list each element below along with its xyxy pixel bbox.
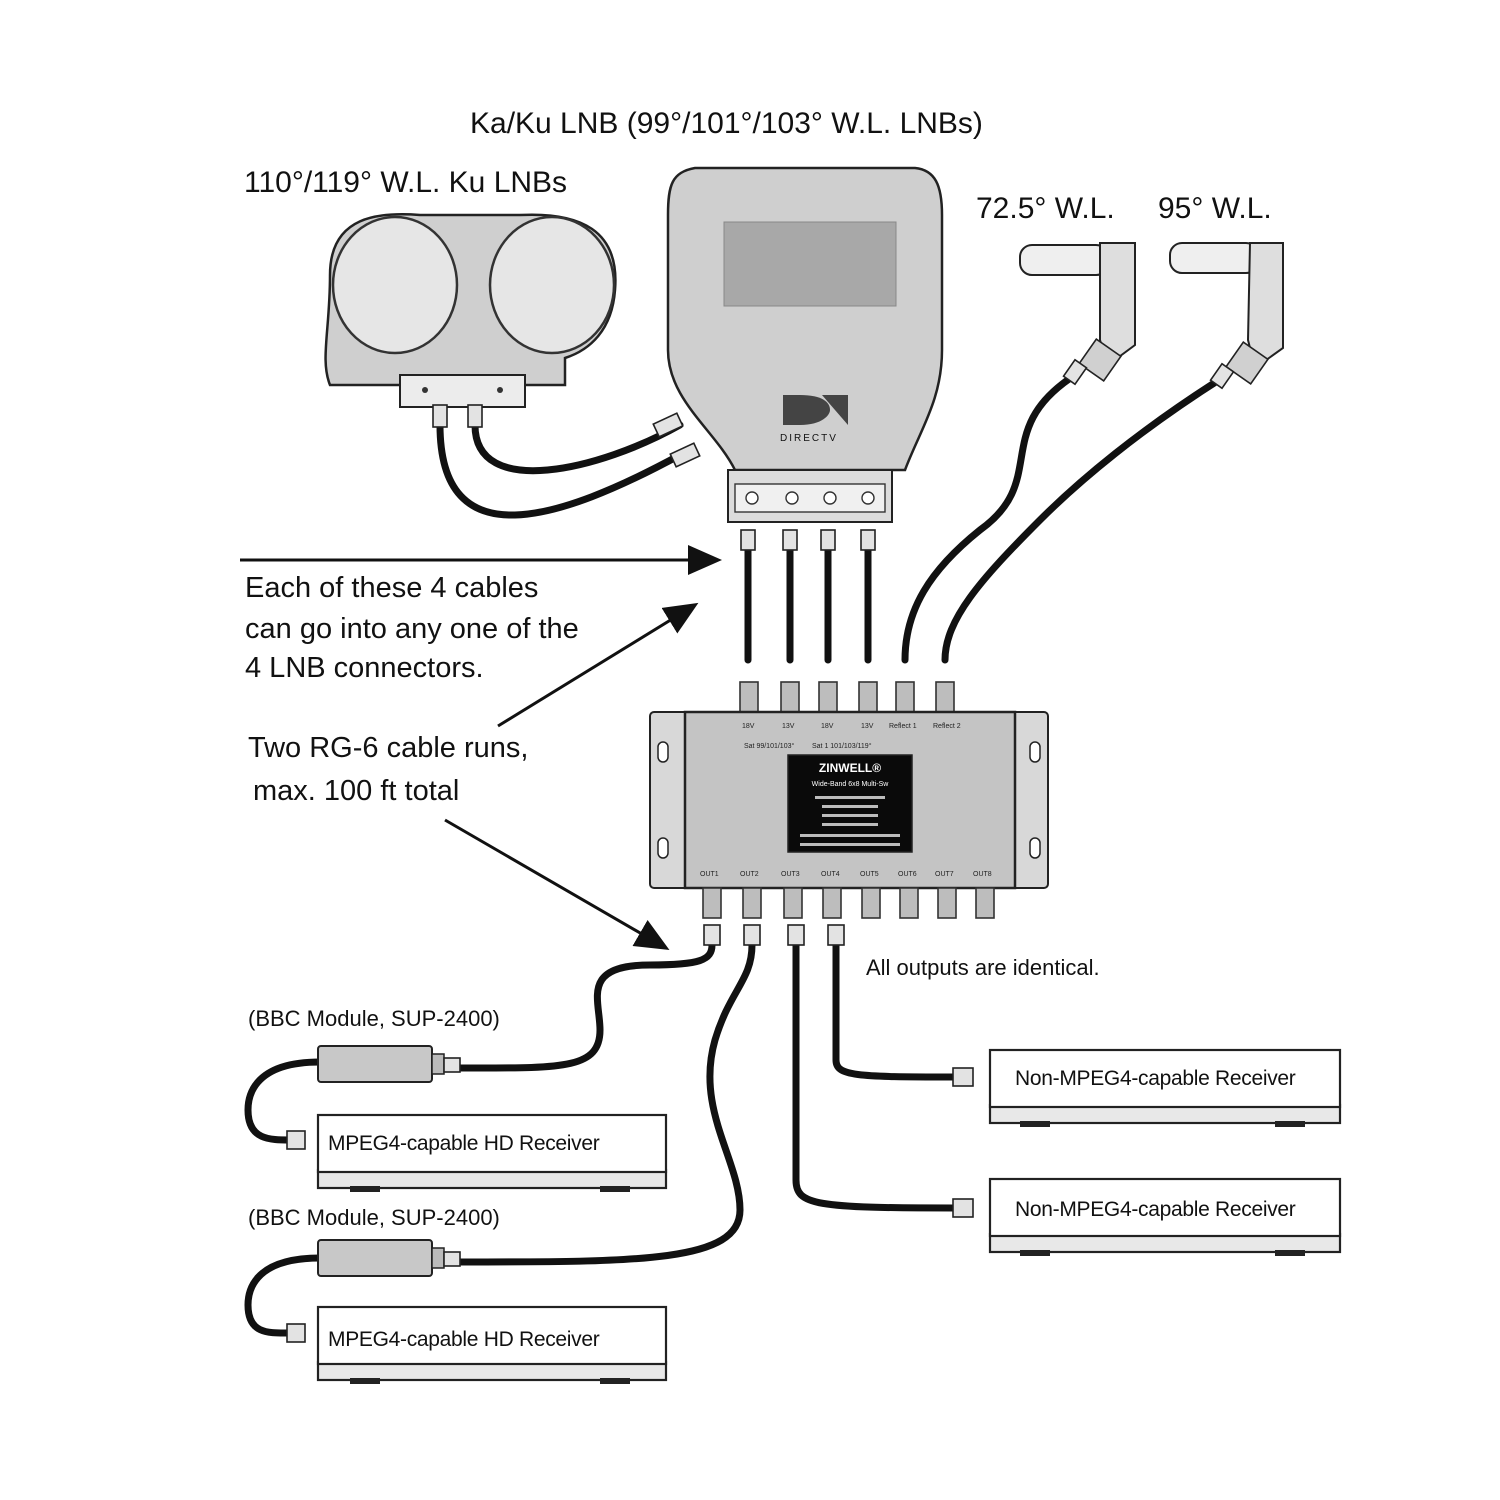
switch-output-label: OUT1 xyxy=(700,871,719,878)
switch-sublabel: Sat 99/101/103° xyxy=(744,742,794,750)
switch-output-port xyxy=(899,887,919,919)
all-outputs-note: All outputs are identical. xyxy=(866,955,1100,980)
sd-receiver-2: Non-MPEG4-capable Receiver xyxy=(952,1177,1342,1256)
switch-input-port xyxy=(739,681,759,715)
note-runs-line2: max. 100 ft total xyxy=(253,775,459,807)
bbc-module-1 xyxy=(317,1045,461,1083)
switch-input-label: 13V xyxy=(782,723,795,730)
switch-output-port xyxy=(822,887,842,919)
switch-output-label: OUT6 xyxy=(898,871,917,878)
bbc-module-2 xyxy=(317,1239,461,1277)
cable-bbc-2 xyxy=(244,1254,324,1337)
cable-out-1 xyxy=(456,941,716,1072)
sd-receiver-2-label: Non-MPEG4-capable Receiver xyxy=(1015,1198,1296,1221)
cable-bbc-1 xyxy=(244,1058,324,1144)
cable-out-3 xyxy=(792,941,959,1212)
lnb-725-device xyxy=(1019,242,1136,386)
cable-ku-1 xyxy=(436,421,684,519)
switch-output-label: OUT7 xyxy=(935,871,954,878)
directv-logo-text: DIRECTV xyxy=(780,433,838,444)
switch-input-port xyxy=(895,681,915,715)
arrow-to-switch-outputs xyxy=(444,818,670,951)
switch-output-port xyxy=(742,887,762,919)
switch-input-port xyxy=(818,681,838,715)
hd-receiver-1-label: MPEG4-capable HD Receiver xyxy=(328,1132,600,1155)
cable-ku-2 xyxy=(471,421,684,475)
hd-receiver-2-label: MPEG4-capable HD Receiver xyxy=(328,1328,600,1351)
ku-lnbs-label: 110°/119° W.L. Ku LNBs xyxy=(244,166,567,199)
lnb-95-label: 95° W.L. xyxy=(1158,192,1272,225)
bbc-module-1-label: (BBC Module, SUP-2400) xyxy=(248,1006,500,1031)
switch-output-label: OUT8 xyxy=(973,871,992,878)
switch-output-label: OUT5 xyxy=(860,871,879,878)
note-cables-line1: Each of these 4 cables xyxy=(245,572,538,604)
note-runs-line1: Two RG-6 cable runs, xyxy=(248,732,528,764)
switch-input-label: Reflect 2 xyxy=(933,723,961,730)
switch-brand: ZINWELL® xyxy=(819,761,881,775)
switch-output-port xyxy=(702,887,722,919)
switch-input-label: 18V xyxy=(821,723,834,730)
lnb-95-device xyxy=(1169,242,1284,390)
sd-receiver-1: Non-MPEG4-capable Receiver xyxy=(952,1048,1342,1127)
sd-receiver-1-label: Non-MPEG4-capable Receiver xyxy=(1015,1067,1296,1090)
bbc-module-2-label: (BBC Module, SUP-2400) xyxy=(248,1205,500,1230)
hd-receiver-1: MPEG4-capable HD Receiver xyxy=(286,1113,668,1192)
switch-output-port xyxy=(783,887,803,919)
cable-lnb-725 xyxy=(901,371,1079,664)
note-cables-line2: can go into any one of the xyxy=(245,613,579,645)
ka-ku-lnb-label: Ka/Ku LNB (99°/101°/103° W.L. LNBs) xyxy=(470,107,983,140)
switch-output-label: OUT2 xyxy=(740,871,759,878)
switch-sublabel: Sat 1 101/103/119° xyxy=(812,742,872,750)
switch-input-port xyxy=(935,681,955,715)
switch-output-label: OUT3 xyxy=(781,871,800,878)
ka-ku-main-lnb: DIRECTV xyxy=(652,166,944,551)
ku-dual-lnb xyxy=(324,212,617,428)
switch-input-label: Reflect 1 xyxy=(889,723,917,730)
hd-receiver-2: MPEG4-capable HD Receiver xyxy=(286,1305,668,1384)
switch-model: Wide-Band 6x8 Multi-Sw xyxy=(812,781,890,788)
lnb-725-label: 72.5° W.L. xyxy=(976,192,1115,225)
multiswitch: 18V 13V 18V 13V Reflect 1 Reflect 2 Sat … xyxy=(649,681,1049,946)
switch-output-label: OUT4 xyxy=(821,871,840,878)
note-cables-line3: 4 LNB connectors. xyxy=(245,652,484,684)
cable-out-2 xyxy=(456,941,756,1266)
arrow-to-switch-inputs xyxy=(497,602,699,728)
switch-input-port xyxy=(780,681,800,715)
switch-input-label: 13V xyxy=(861,723,874,730)
switch-input-label: 18V xyxy=(742,723,755,730)
cable-out-4 xyxy=(832,941,959,1081)
switch-input-port xyxy=(858,681,878,715)
switch-output-port xyxy=(975,887,995,919)
cable-lnb-95 xyxy=(941,374,1226,664)
switch-output-port xyxy=(861,887,881,919)
switch-output-port xyxy=(937,887,957,919)
